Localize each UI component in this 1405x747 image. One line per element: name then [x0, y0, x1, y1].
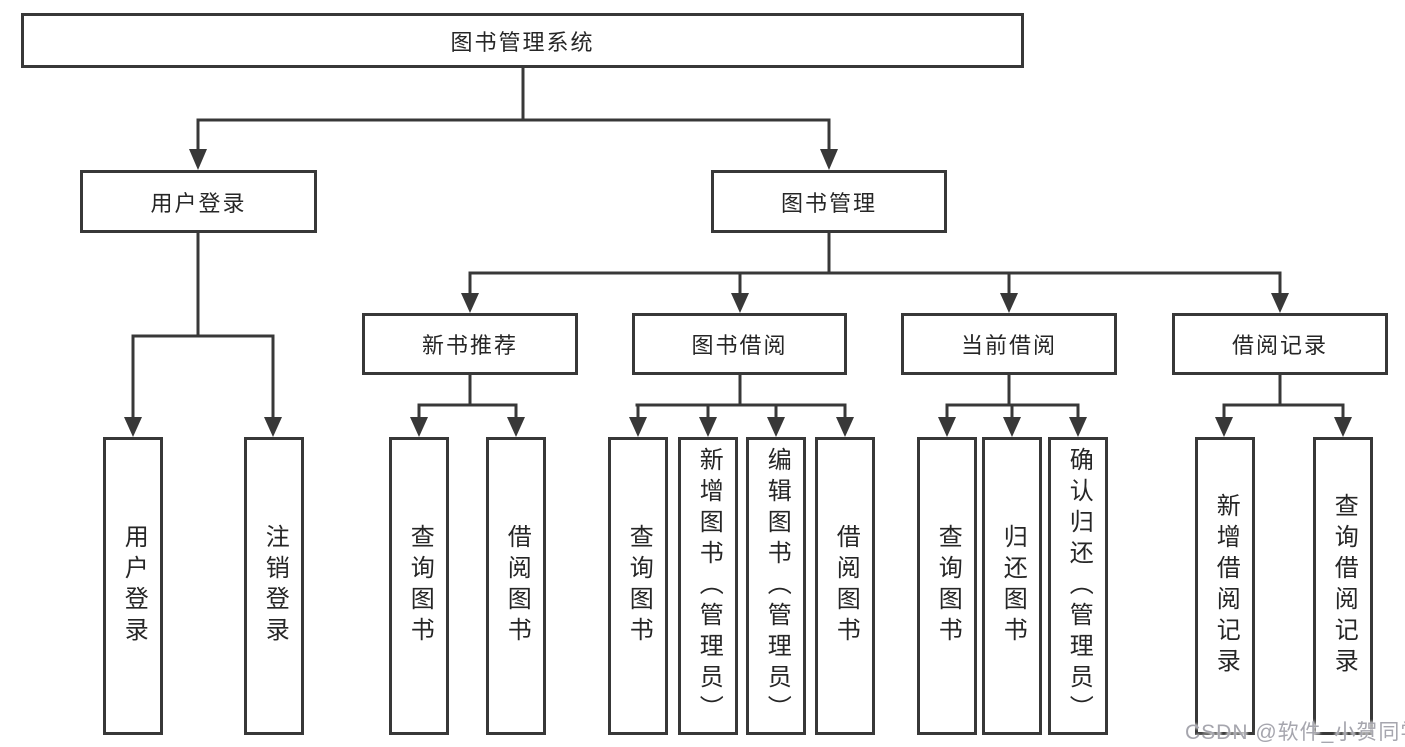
arrow-icon: [1334, 417, 1352, 437]
node-label: 查询图书: [934, 524, 962, 648]
node-leaf-edit-books-admin: 编辑图书（管理员）: [746, 437, 806, 735]
arrow-icon: [124, 417, 142, 437]
node-book-management-system: 图书管理系统: [21, 13, 1024, 68]
node-book-borrow: 图书借阅: [632, 313, 847, 375]
arrow-icon: [461, 293, 479, 313]
arrow-icon: [1215, 417, 1233, 437]
node-leaf-query-books-borrow: 查询图书: [608, 437, 668, 735]
node-label: 借阅图书: [832, 524, 860, 648]
node-book-management: 图书管理: [711, 170, 947, 233]
connector-newbook-to-leaves: [417, 375, 518, 420]
node-current-borrow: 当前借阅: [901, 313, 1117, 375]
node-label: 查询图书: [406, 524, 434, 648]
arrowheads: [124, 149, 1352, 437]
node-leaf-query-books-recommend: 查询图书: [389, 437, 449, 735]
arrow-icon: [836, 417, 854, 437]
node-leaf-query-borrow-record: 查询借阅记录: [1313, 437, 1373, 735]
node-label: 用户登录: [150, 190, 247, 216]
node-label: 归还图书: [999, 524, 1027, 648]
node-label: 新增图书（管理员）: [695, 446, 723, 726]
node-leaf-borrow-books: 借阅图书: [815, 437, 875, 735]
arrow-icon: [1069, 417, 1087, 437]
node-label: 编辑图书（管理员）: [763, 446, 791, 726]
connector-bookmgmt-to-level3: [468, 233, 1282, 296]
node-label: 查询借阅记录: [1330, 493, 1358, 679]
connector-userlogin-to-leaves: [131, 233, 275, 420]
arrow-icon: [938, 417, 956, 437]
connector-root-to-level2: [196, 68, 831, 152]
node-label: 确认归还（管理员）: [1065, 446, 1093, 726]
node-label: 新书推荐: [421, 333, 518, 358]
node-leaf-query-books-current: 查询图书: [917, 437, 977, 735]
node-label: 新增借阅记录: [1212, 493, 1240, 679]
node-leaf-borrow-books-recommend: 借阅图书: [486, 437, 546, 735]
arrow-icon: [699, 417, 717, 437]
connector-bookborrow-to-leaves: [635, 375, 847, 420]
arrow-icon: [507, 417, 525, 437]
node-label: 借阅记录: [1231, 333, 1328, 358]
node-new-book-recommend: 新书推荐: [362, 313, 578, 375]
csdn-watermark: CSDN @软件_小贺同学: [1185, 721, 1405, 744]
node-label: 查询图书: [625, 524, 653, 648]
node-label: 注销登录: [261, 524, 289, 648]
node-label: 图书管理: [780, 190, 877, 216]
arrow-icon: [820, 149, 838, 170]
node-user-login: 用户登录: [80, 170, 317, 233]
arrow-icon: [1000, 293, 1018, 313]
arrow-icon: [410, 417, 428, 437]
connector-currentborrow-to-leaves: [945, 375, 1080, 420]
node-label: 用户登录: [120, 524, 148, 648]
arrow-icon: [731, 293, 749, 313]
arrow-icon: [767, 417, 785, 437]
arrow-icon: [189, 149, 207, 170]
arrow-icon: [1003, 417, 1021, 437]
node-leaf-add-borrow-record: 新增借阅记录: [1195, 437, 1255, 735]
node-leaf-user-login: 用户登录: [103, 437, 163, 735]
connector-borrowrecords-to-leaves: [1222, 375, 1345, 420]
node-label: 借阅图书: [503, 524, 531, 648]
node-label: 图书管理系统: [450, 29, 595, 55]
node-leaf-logout: 注销登录: [244, 437, 304, 735]
node-leaf-add-books-admin: 新增图书（管理员）: [678, 437, 738, 735]
node-label: 当前借阅: [960, 333, 1057, 358]
arrow-icon: [1271, 293, 1289, 313]
node-leaf-confirm-return-admin: 确认归还（管理员）: [1048, 437, 1108, 735]
node-label: 图书借阅: [691, 333, 788, 358]
arrow-icon: [629, 417, 647, 437]
node-borrow-records: 借阅记录: [1172, 313, 1388, 375]
arrow-icon: [264, 417, 282, 437]
node-leaf-return-books: 归还图书: [982, 437, 1042, 735]
